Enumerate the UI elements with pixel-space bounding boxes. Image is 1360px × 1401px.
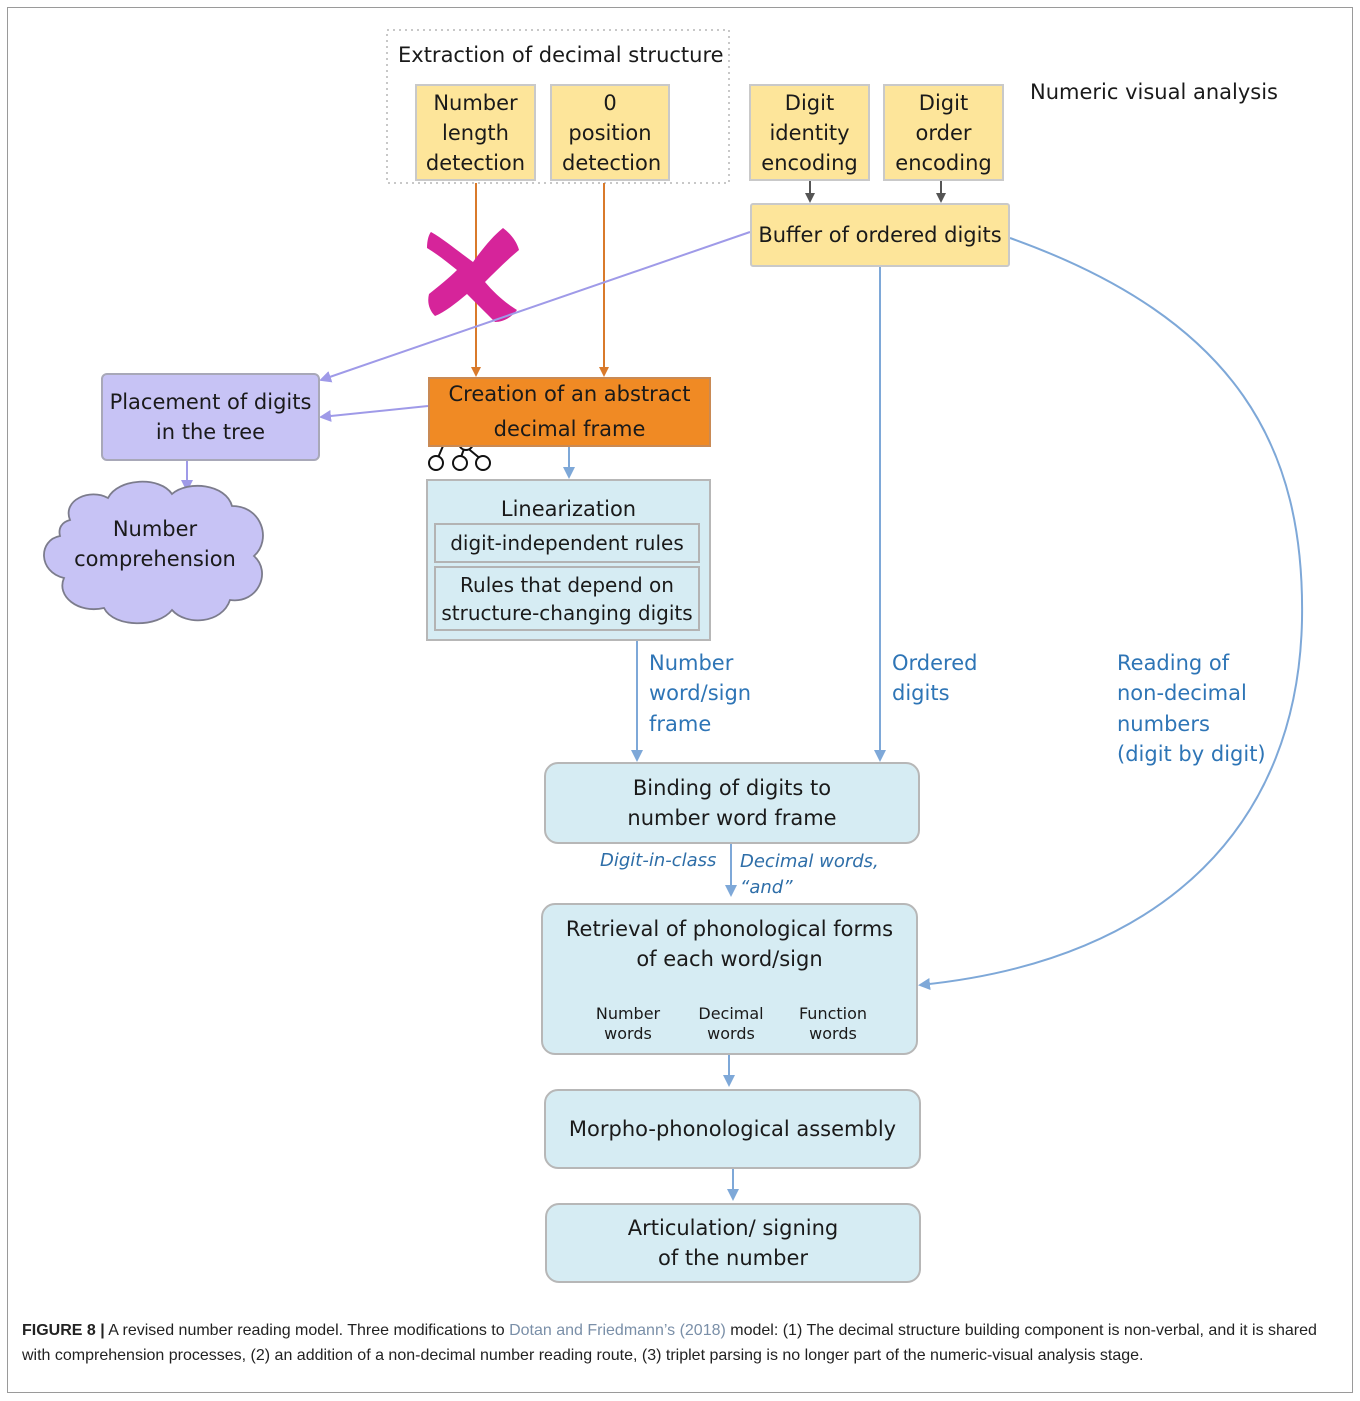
binding-of-digits-line1: Binding of digits to [632,776,832,800]
placement-of-digits-line1: Placement of digits [109,390,312,414]
edge-label-non-decimal-4: (digit by digit) [1117,742,1266,766]
arrow-buffer-to-placement [319,231,751,383]
numeric-visual-analysis-title: Numeric visual analysis [1030,80,1279,104]
arrow-non-decimal-route [918,237,1304,990]
digit-identity-encoding-label: Digit identity encoding [761,90,858,175]
edge-label-number-word-frame-3: frame [649,712,712,736]
edge-label-digit-in-class: Digit-in-class [600,850,717,871]
caption-figure-label: FIGURE 8 | [22,1322,105,1339]
caption-text-1: A revised number reading model. Three mo… [104,1322,510,1339]
abstract-decimal-frame-box: Creation of an abstract decimal frame [428,377,711,447]
placement-of-digits-box: Placement of digits in the tree [101,373,320,461]
retrieval-line1: Retrieval of phonological forms [565,917,894,941]
number-length-detection-label: Number length detection [425,90,526,175]
binding-of-digits-line2: number word frame [627,806,837,830]
decimal-words-store: Decimal words [685,1004,777,1048]
decimal-words-line1: Decimal [698,1004,764,1023]
structure-changing-rules-line2: structure-changing digits [441,600,693,625]
number-comprehension-line1: Number [112,517,198,541]
edge-label-non-decimal-2: non-decimal [1117,681,1247,705]
edge-label-number-word-frame-1: Number [649,651,734,675]
digit-independent-rules-label: digit-independent rules [450,531,684,555]
zero-position-detection-label: 0 position detection [562,90,662,175]
binding-of-digits-box: Binding of digits to number word frame [544,762,920,844]
digit-order-encoding-box: Digit order encoding [883,84,1004,181]
articulation-line2: of the number [657,1246,808,1270]
buffer-of-ordered-digits-box: Buffer of ordered digits [750,203,1010,267]
function-words-line1: Function [798,1004,868,1023]
retrieval-of-phonological-forms-box: Retrieval of phonological forms of each … [541,903,918,1055]
abstract-decimal-frame-line2: decimal frame [493,417,646,441]
articulation-line1: Articulation/ signing [627,1216,839,1240]
edge-label-non-decimal-1: Reading of [1117,651,1230,675]
number-comprehension-line2: comprehension [74,547,236,571]
edge-label-non-decimal-3: numbers [1117,712,1210,736]
abstract-decimal-frame-line1: Creation of an abstract [448,382,691,406]
cross-mark-icon [427,228,519,322]
edge-label-ordered-digits-1: Ordered [892,651,978,675]
figure-frame [7,7,1353,1393]
function-words-line2: words [809,1024,857,1043]
edge-label-decimal-words-and-1: Decimal words, [740,851,879,872]
number-words-line2: words [604,1024,652,1043]
figure-caption: FIGURE 8 | A revised number reading mode… [22,1318,1340,1368]
structure-changing-rules-line1: Rules that depend on [460,572,674,597]
arrow-frame-to-placement [319,405,429,422]
edge-label-number-word-frame-2: word/sign [649,681,752,705]
comprehension-cloud-shape [43,480,264,625]
decimal-structure-group-box [386,29,730,184]
digit-order-encoding-label: Digit order encoding [895,90,992,175]
morpho-phonological-assembly-label: Morpho-phonological assembly [568,1117,897,1141]
morpho-phonological-assembly-box: Morpho-phonological assembly [544,1089,921,1169]
caption-citation-link[interactable]: Dotan and Friedmann’s (2018) [509,1322,726,1339]
digit-identity-encoding-box: Digit identity encoding [749,84,870,181]
number-length-detection-box: Number length detection [415,84,536,181]
articulation-box: Articulation/ signing of the number [545,1203,921,1283]
number-words-store: Number words [582,1004,674,1048]
buffer-of-ordered-digits-label: Buffer of ordered digits [758,223,1002,247]
edge-label-ordered-digits-2: digits [892,681,950,705]
function-words-store: Function words [787,1004,879,1048]
decimal-structure-title: Extraction of decimal structure [398,43,724,67]
digit-independent-rules-box: digit-independent rules [434,523,700,563]
decimal-words-line2: words [707,1024,755,1043]
retrieval-line2: of each word/sign [636,947,823,971]
number-words-line1: Number [595,1004,661,1023]
structure-changing-rules-box: Rules that depend on structure-changing … [434,566,700,631]
caption-text-2: model: (1) The decimal structure buildin… [22,1322,1317,1364]
placement-of-digits-line2: in the tree [155,420,266,444]
zero-position-detection-box: 0 position detection [550,84,670,181]
linearization-title: Linearization [500,497,637,521]
number-comprehension-cloud: Number comprehension [60,512,250,576]
edge-label-decimal-words-and-2: “and” [740,877,793,898]
